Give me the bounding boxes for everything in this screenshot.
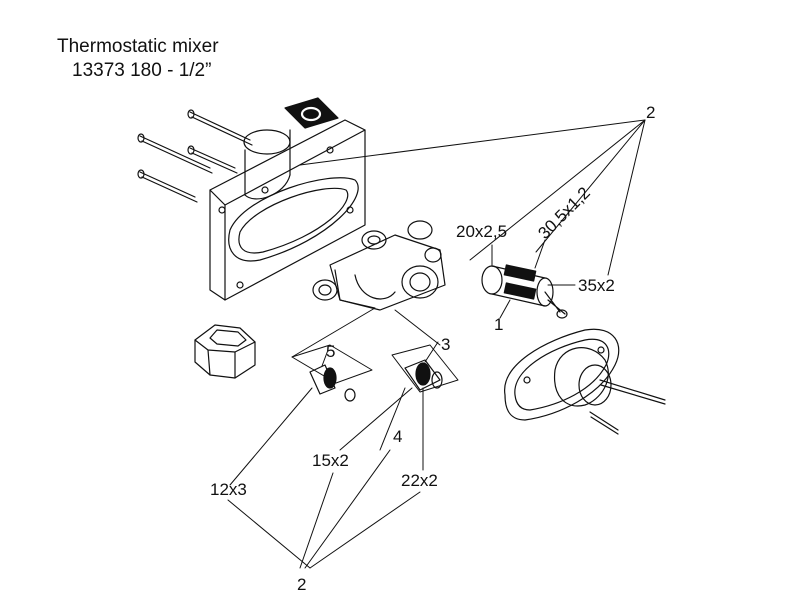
mounting-screws — [137, 109, 253, 203]
screw — [137, 133, 213, 174]
callout-part-5: 5 — [326, 342, 335, 361]
screw — [187, 145, 238, 174]
callout-o-ring-20x2-5: 20x2,5 — [456, 222, 507, 241]
callout-o-ring-15x2: 15x2 — [312, 451, 349, 470]
screw — [187, 109, 253, 146]
leader-lines — [227, 119, 646, 569]
trim-screws — [589, 379, 666, 435]
callout-bottom-2: 2 — [297, 575, 306, 594]
diagram-title: Thermostatic mixer — [57, 36, 219, 57]
thermostatic-cartridge — [481, 264, 568, 319]
product-code: 13373 180 - 1/2” — [72, 60, 212, 81]
check-valve-3 — [404, 359, 443, 391]
callout-o-ring-12x3: 12x3 — [210, 480, 247, 499]
callout-top-2: 2 — [646, 103, 655, 122]
callout-o-ring-30-5x1-2: 30,5x1,2 — [534, 183, 594, 243]
callout-part-3: 3 — [441, 335, 450, 354]
cover-cap — [284, 97, 339, 129]
callout-part-4: 4 — [393, 427, 402, 446]
callout-cartridge-1: 1 — [494, 315, 503, 334]
valve-body — [312, 220, 446, 311]
screw — [137, 169, 198, 203]
callout-o-ring-35x2: 35x2 — [578, 276, 615, 295]
callout-o-ring-22x2: 22x2 — [401, 471, 438, 490]
check-valve-5 — [309, 364, 356, 402]
mounting-box — [209, 119, 366, 301]
hex-nut — [194, 324, 256, 379]
trim-plate — [504, 328, 620, 421]
